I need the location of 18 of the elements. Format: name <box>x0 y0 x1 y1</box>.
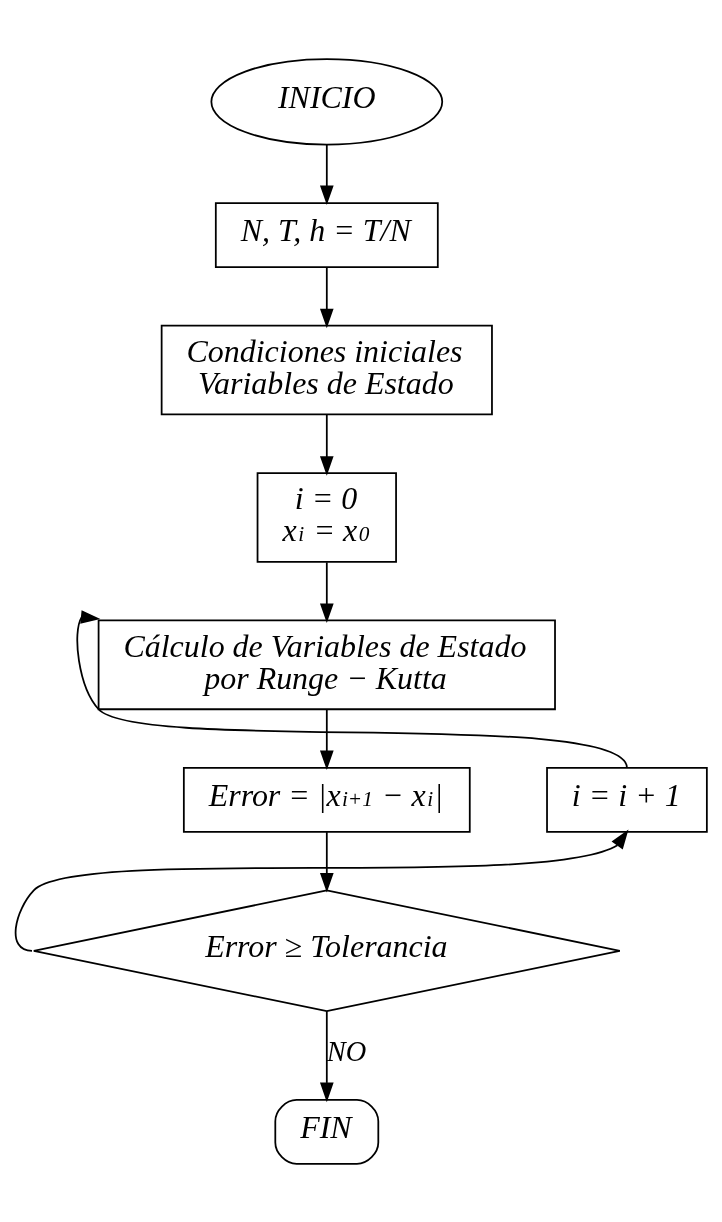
arrow <box>76 609 628 769</box>
node-box: Condiciones iniciales Variables de Estado <box>160 324 493 415</box>
arrow <box>319 1009 334 1102</box>
node-ellipse: INICIO <box>210 57 444 145</box>
node-box: Error = |xi+1 − xi| <box>182 766 471 833</box>
node-box: Cálculo de Variables de Estado por Runge − Kutta <box>97 619 556 710</box>
node-box: FIN <box>274 1098 380 1165</box>
arrow <box>319 265 334 328</box>
arrow <box>319 708 334 770</box>
node-diamond: Error ≥ Tolerancia <box>32 889 621 1012</box>
arrow <box>319 413 334 476</box>
arrow <box>319 561 334 623</box>
arrow <box>319 830 334 893</box>
arrow <box>319 143 334 205</box>
arrow <box>14 829 629 952</box>
node-box: i = i + 1 <box>546 766 708 833</box>
node-box: N, T, h = T/N <box>214 201 439 268</box>
node-box: i = 0 xi = x0 <box>256 471 397 563</box>
